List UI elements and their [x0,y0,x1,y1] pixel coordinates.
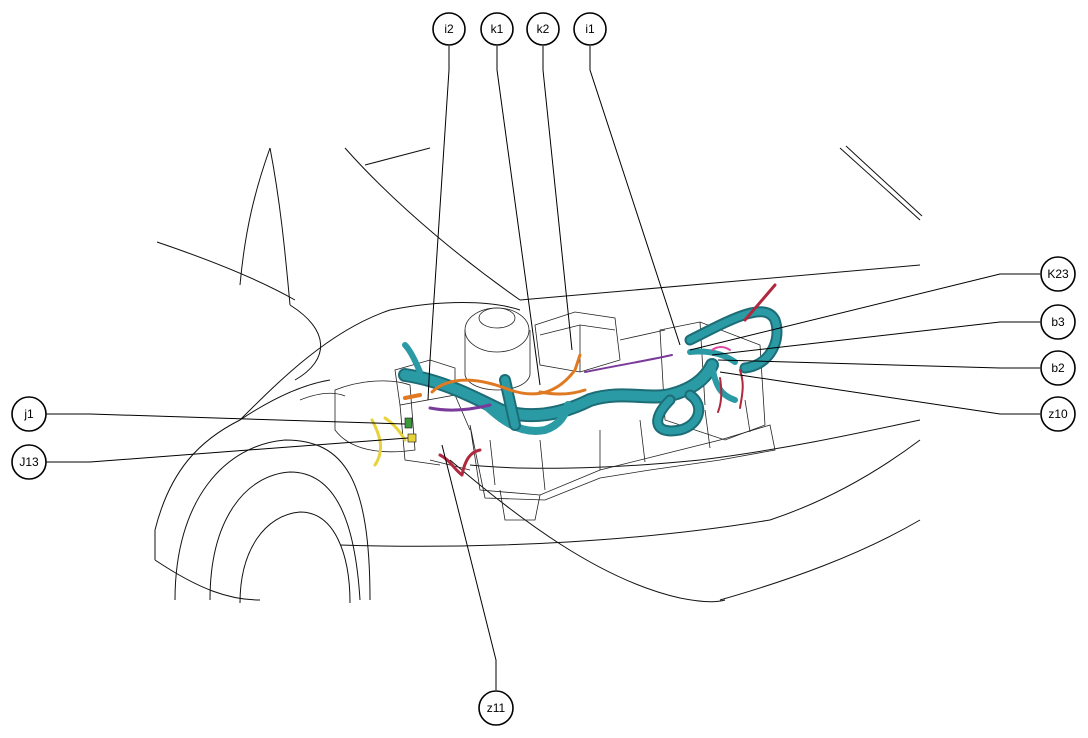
callout-k1: k1 [480,12,514,46]
callout-i2-label: i2 [444,22,454,36]
callout-i2: i2 [432,12,466,46]
callout-b3: b3 [1040,304,1076,340]
callout-b2: b2 [1040,350,1076,386]
leader-lines [46,46,1040,690]
callout-z11-label: z11 [487,701,506,715]
callout-J13-label: J13 [19,455,39,469]
callout-k1-label: k1 [491,22,504,36]
callout-j1-label: j1 [23,407,34,421]
callout-z11: z11 [478,690,514,726]
callout-i1: i1 [573,12,607,46]
vehicle-body-outline [154,145,923,604]
callout-k2: k2 [526,12,560,46]
callout-i1-label: i1 [585,22,595,36]
callout-z10-label: z10 [1048,407,1068,421]
callout-K23-label: K23 [1047,267,1069,281]
callout-z10: z10 [1040,396,1076,432]
main-wiring-harness [398,306,783,437]
callout-b3-label: b3 [1051,315,1065,329]
callout-k2-label: k2 [537,22,550,36]
secondary-wires [370,283,777,477]
callout-j1: j1 [11,396,47,432]
callout-K23: K23 [1040,256,1076,292]
callout-b2-label: b2 [1051,361,1065,375]
engine-components [394,307,776,521]
callout-J13: J13 [11,444,47,480]
